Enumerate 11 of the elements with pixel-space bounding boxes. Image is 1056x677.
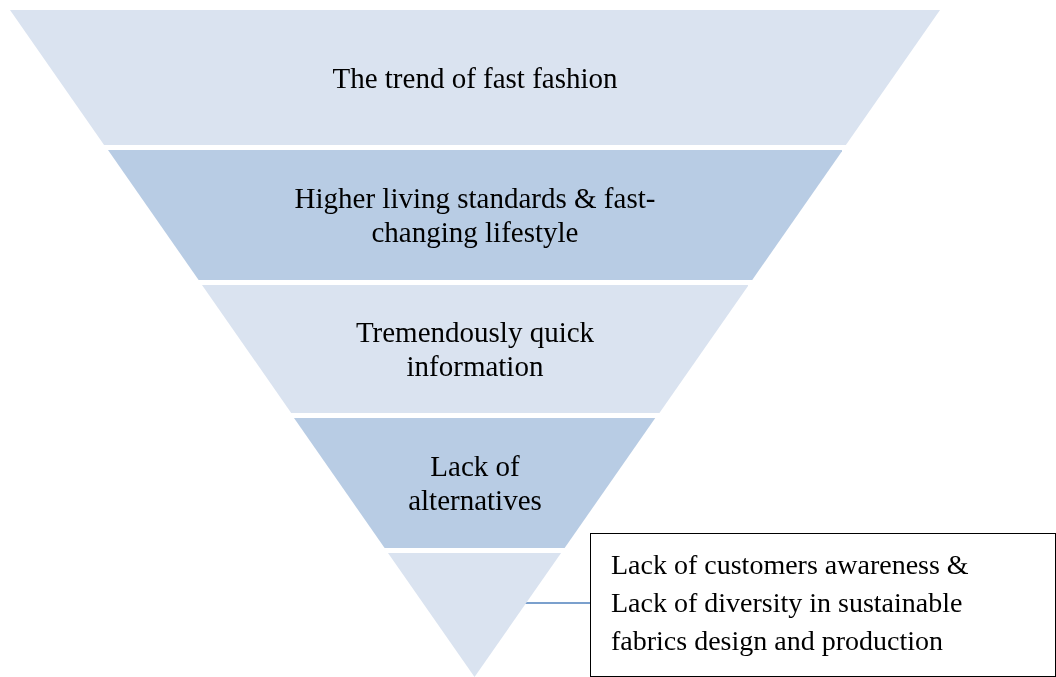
pyramid-band: [107, 150, 843, 280]
band-label: Higher living standards & fast-changing lifestyle: [293, 181, 657, 249]
band-label: The trend of fast fashion: [332, 60, 618, 95]
pyramid-band: [294, 418, 656, 548]
callout-text: Lack of customers awareness & Lack of diversity in sustainable fabrics design and production: [611, 548, 970, 658]
pyramid-band: [10, 10, 940, 145]
pyramid-band: [201, 285, 749, 413]
band-label: Tremendously quick information: [354, 315, 596, 383]
pyramid-tip-triangle: [388, 553, 562, 677]
band-label: Lack of alternatives: [407, 449, 543, 517]
callout-box: [590, 533, 1056, 677]
